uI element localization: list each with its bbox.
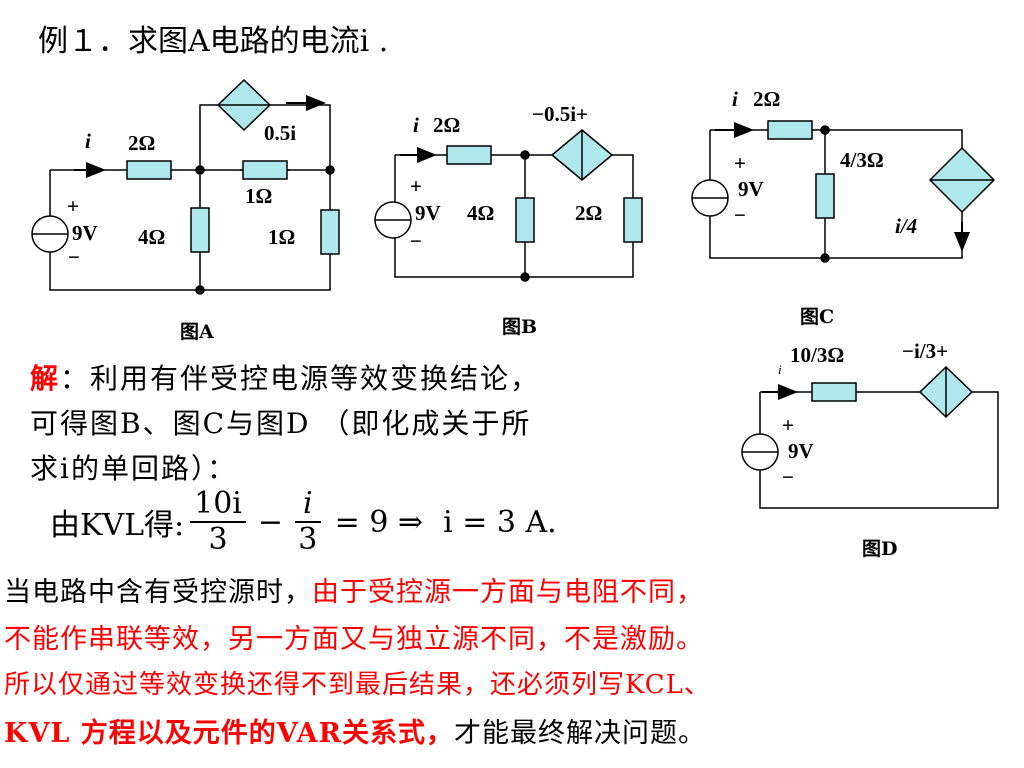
fig-a-label-plus: + — [67, 194, 79, 218]
fig-d-label-minus: − — [782, 465, 794, 489]
fig-a-label-source: 9V — [72, 221, 98, 245]
fig-a-resistor-4ohm — [190, 207, 210, 253]
eq-result: i = 3 A. — [443, 504, 557, 540]
fig-d-caption: 图D — [862, 538, 897, 560]
solution-line-2: 可得图B、图C与图D （即化成关于所 — [30, 407, 532, 440]
fig-b-resistor-4ohm — [515, 197, 535, 243]
conclusion-line-4-black: 才能最终解决问题。 — [454, 718, 707, 749]
fig-c-label-rshunt: 4/3Ω — [840, 148, 884, 172]
fig-d-resistor-10-3ohm — [811, 382, 857, 402]
fig-c-label-minus: − — [734, 203, 746, 227]
fig-a-resistor-2ohm — [126, 160, 172, 180]
fig-d-label-dep: −i/3+ — [902, 339, 948, 363]
conclusion-line-2: 不能作串联等效，另一方面又与独立源不同，不是激励。 — [4, 624, 704, 655]
fig-b-label-i: i — [413, 113, 419, 137]
fig-d-label-i: i — [778, 362, 782, 377]
kvl-equation: 由KVL得: 10i 3 − i 3 = 9 ⇒ i = 3 A. — [50, 487, 557, 557]
conclusion-line-1-red: 由于受控源一方面与电阻不同， — [312, 577, 704, 608]
conclusion-line-1: 当电路中含有受控源时，由于受控源一方面与电阻不同， — [4, 570, 704, 609]
fig-d-label-source: 9V — [788, 439, 814, 463]
fig-c-label-dep: i/4 — [895, 214, 917, 238]
fig-a-resistor-1ohm-mid — [242, 160, 288, 180]
conclusion-line-4-red: KVL 方程以及元件的VAR关系式， — [4, 718, 455, 749]
fig-c-resistor-4-3ohm — [815, 173, 835, 219]
fig-a-resistor-1ohm-right — [320, 209, 340, 255]
eq-fraction-2: i 3 — [295, 487, 321, 557]
conclusion-line-1-black: 当电路中含有受控源时， — [4, 577, 312, 608]
fig-c-caption: 图C — [800, 306, 834, 328]
fig-a-label-minus: − — [68, 245, 80, 269]
fig-b-label-r1: 2Ω — [433, 113, 460, 137]
fig-a-label-rmid: 1Ω — [245, 184, 272, 208]
fig-b-label-minus: − — [410, 229, 422, 253]
solution-line-3: 求i的单回路）： — [30, 452, 237, 485]
fig-b-label-plus: + — [410, 174, 422, 198]
figure-a — [31, 78, 340, 295]
eq-fraction-1: 10i 3 — [190, 487, 246, 557]
fig-c-label-plus: + — [734, 151, 746, 175]
eq-prefix: 由KVL得: — [50, 508, 185, 543]
fig-b-label-source: 9V — [415, 201, 441, 225]
figure-d — [741, 365, 999, 509]
eq-frac2-num: i — [295, 487, 321, 523]
fig-a-label-rright: 1Ω — [268, 225, 295, 249]
eq-frac1-den: 3 — [208, 522, 228, 557]
fig-a-caption: 图A — [180, 321, 214, 343]
fig-a-label-r1: 2Ω — [128, 131, 155, 155]
conclusion-line-4: KVL 方程以及元件的VAR关系式，才能最终解决问题。 — [4, 711, 706, 750]
fig-b-caption: 图B — [502, 316, 537, 338]
fig-b-resistor-2ohm-right — [623, 197, 643, 243]
fig-b-label-rright: 2Ω — [575, 201, 602, 225]
fig-c-label-i: i — [732, 87, 738, 111]
fig-b-resistor-2ohm — [446, 145, 492, 165]
fig-c-label-source: 9V — [738, 177, 764, 201]
eq-rhs: = 9 ⇒ — [334, 504, 424, 540]
fig-c-label-r1: 2Ω — [753, 87, 780, 111]
conclusion-line-3: 所以仅通过等效变换还得不到最后结果，还必须列写KCL、 — [4, 670, 711, 700]
page-title: 例１．求图A电路的电流i . — [38, 24, 389, 59]
fig-d-label-r1: 10/3Ω — [790, 343, 844, 367]
eq-frac1-num: 10i — [190, 487, 246, 523]
figure-b — [374, 129, 643, 282]
figure-c — [691, 120, 996, 263]
fig-a-label-rshunt: 4Ω — [138, 225, 165, 249]
fig-a-label-i: i — [85, 129, 91, 153]
fig-c-resistor-2ohm — [767, 120, 813, 140]
solution-line-1: 解：利用有伴受控电源等效变换结论， — [30, 357, 540, 397]
fig-b-label-rshunt: 4Ω — [467, 201, 494, 225]
fig-a-label-dep: 0.5i — [264, 121, 296, 145]
fig-d-label-plus: + — [782, 413, 794, 437]
eq-frac2-den: 3 — [298, 522, 318, 557]
eq-minus: − — [257, 504, 284, 540]
solution-line-1-text: ：利用有伴受控电源等效变换结论， — [60, 362, 541, 395]
solution-head: 解 — [30, 362, 61, 395]
fig-b-label-dep: −0.5i+ — [532, 102, 588, 126]
